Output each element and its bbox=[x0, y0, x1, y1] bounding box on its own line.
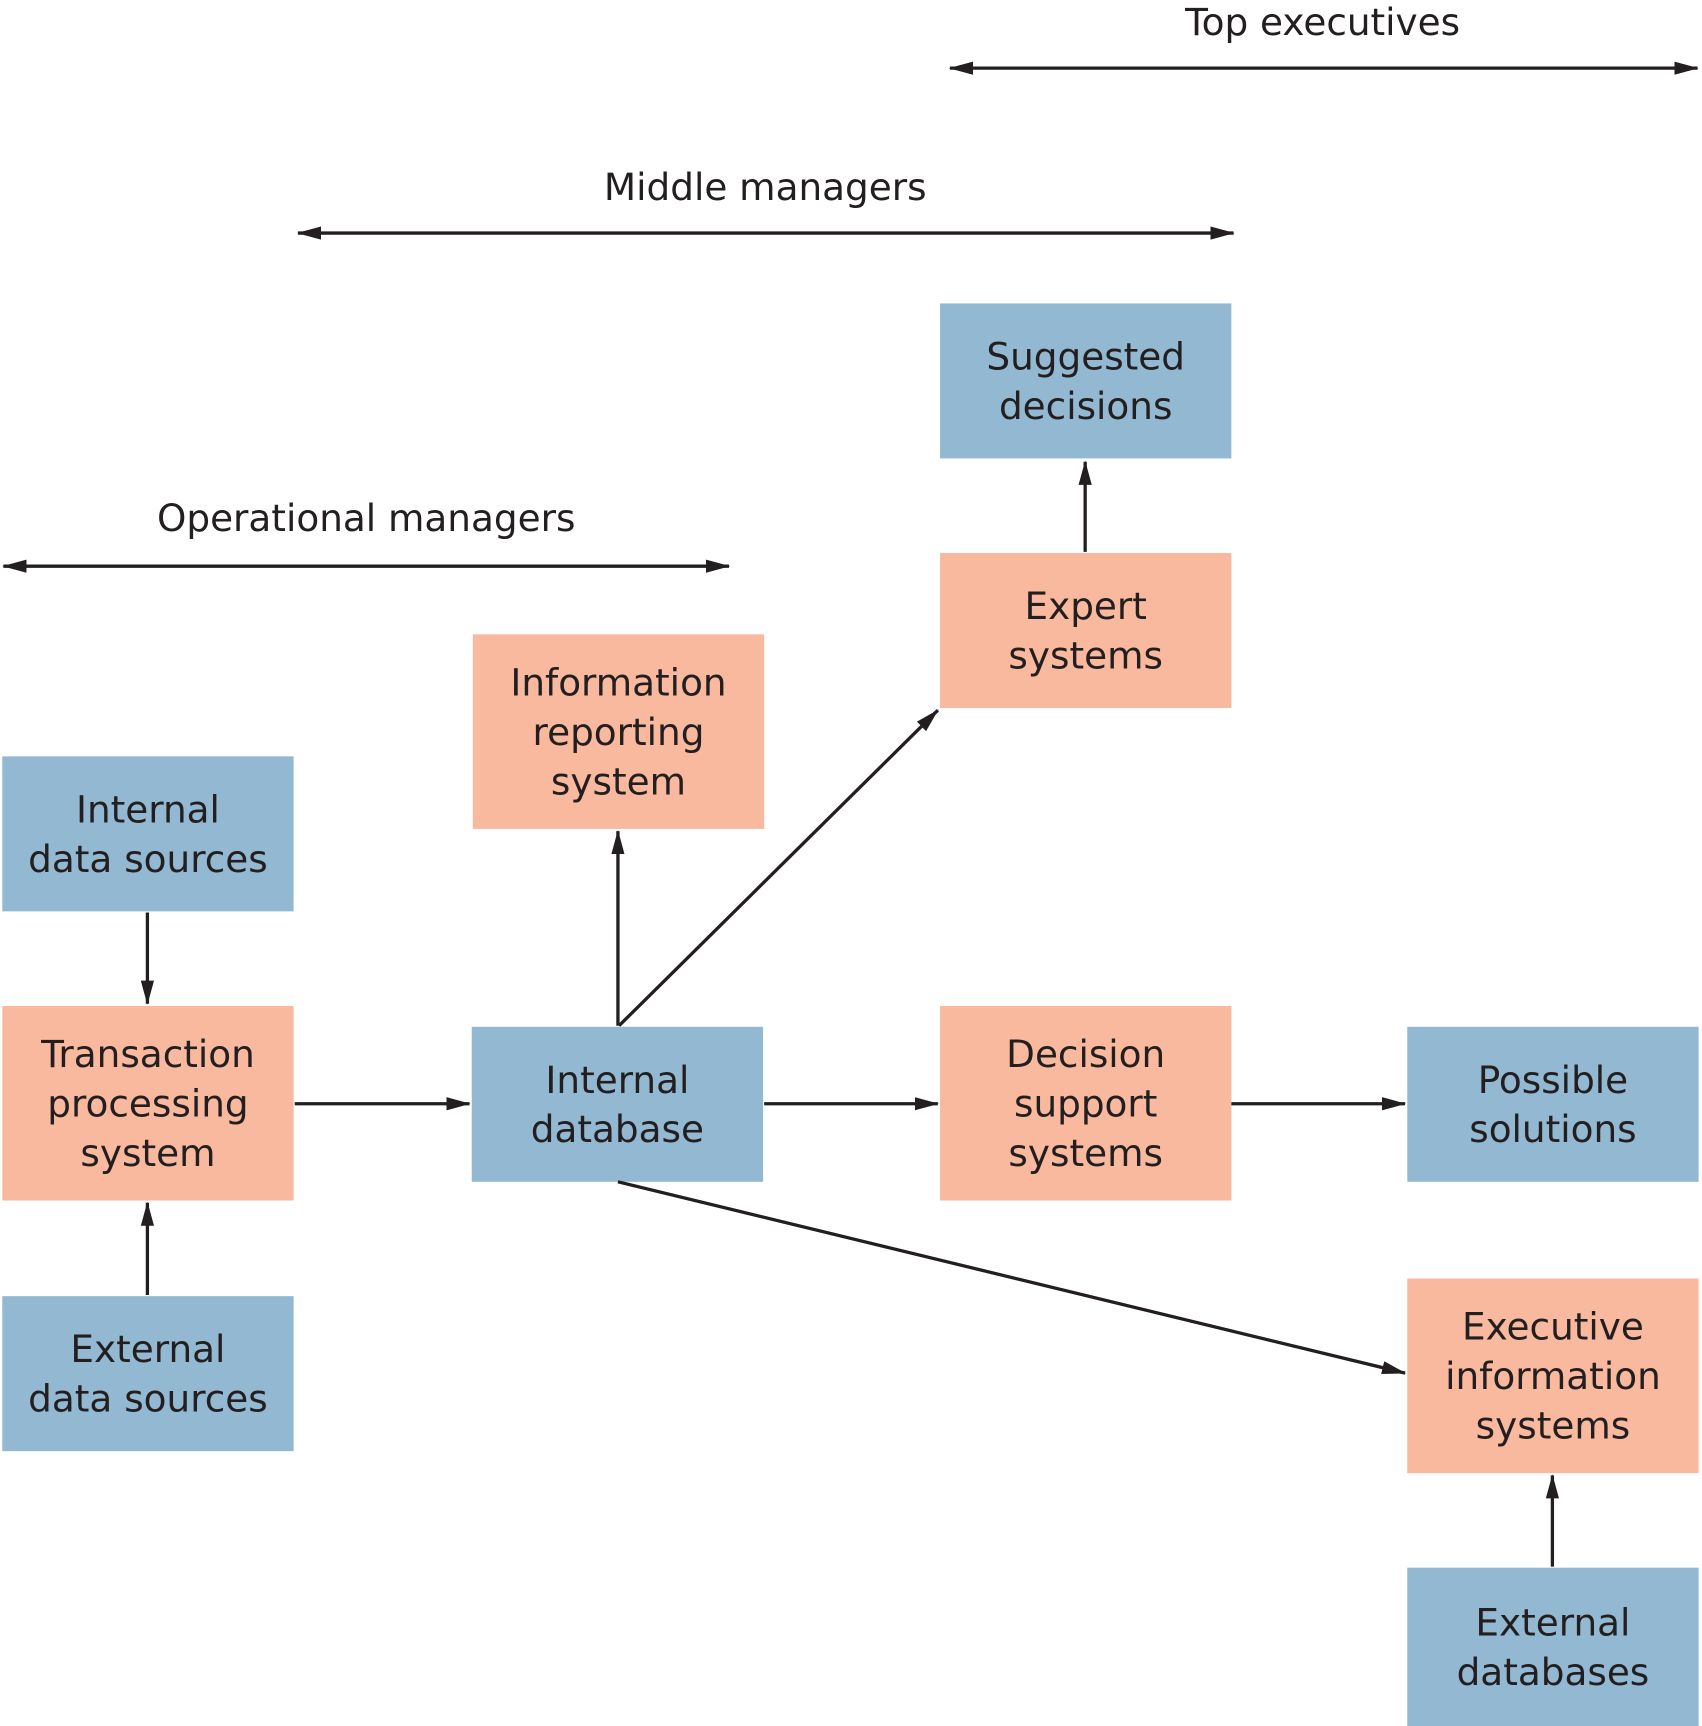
operational-managers-label: Operational managers bbox=[157, 496, 575, 540]
box-internal-db: Internal database bbox=[471, 1026, 764, 1182]
box-label-line: databases bbox=[1457, 1650, 1650, 1694]
box-label-line: systems bbox=[1008, 1131, 1163, 1175]
box-background bbox=[471, 1026, 764, 1182]
box-label-line: systems bbox=[1008, 633, 1163, 677]
box-label-line: system bbox=[80, 1131, 215, 1175]
box-background bbox=[940, 1005, 1232, 1201]
box-label-line: Information bbox=[510, 660, 726, 704]
box-eis: Executive information systems bbox=[1407, 1278, 1699, 1474]
box-expert: Expert systems bbox=[940, 552, 1232, 708]
box-label-line: reporting bbox=[533, 710, 705, 754]
box-reporting: Information reporting system bbox=[472, 634, 765, 829]
box-suggested: Suggested decisions bbox=[940, 303, 1232, 459]
box-label-line: Transaction bbox=[40, 1032, 255, 1076]
box-label-line: database bbox=[531, 1107, 704, 1151]
box-label-line: Suggested bbox=[986, 334, 1185, 378]
box-label-line: Executive bbox=[1462, 1305, 1644, 1349]
box-transaction: Transaction processing system bbox=[2, 1005, 294, 1201]
box-label-line: External bbox=[1475, 1600, 1630, 1644]
box-internal-sources: Internal data sources bbox=[2, 756, 294, 912]
middle-managers-label: Middle managers bbox=[604, 165, 927, 209]
box-label-line: solutions bbox=[1469, 1107, 1636, 1151]
arrow-internal-db-to-expert bbox=[617, 709, 940, 1027]
box-label-line: systems bbox=[1476, 1404, 1631, 1448]
box-dss: Decision support systems bbox=[940, 1005, 1232, 1201]
box-label-line: Internal bbox=[76, 787, 220, 831]
box-label-line: data sources bbox=[28, 837, 268, 881]
box-label-line: External bbox=[70, 1327, 225, 1371]
box-background bbox=[940, 303, 1232, 459]
box-background bbox=[1407, 1278, 1699, 1474]
flow-arrows bbox=[140, 460, 1559, 1567]
box-background bbox=[940, 552, 1232, 708]
box-label-line: Possible bbox=[1478, 1058, 1628, 1102]
box-label-line: information bbox=[1445, 1354, 1661, 1398]
box-background bbox=[472, 634, 765, 829]
box-label-line: Internal bbox=[545, 1058, 689, 1102]
box-label-line: processing bbox=[47, 1081, 248, 1125]
box-background bbox=[1407, 1026, 1699, 1182]
box-background bbox=[2, 1005, 294, 1201]
arrow-internal-db-to-eis bbox=[617, 1180, 1407, 1375]
box-background bbox=[2, 1296, 294, 1452]
top-executives-label: Top executives bbox=[1184, 0, 1460, 44]
box-label-line: system bbox=[551, 759, 686, 803]
box-external-sources: External data sources bbox=[2, 1296, 294, 1452]
box-label-line: decisions bbox=[999, 384, 1172, 428]
box-label-line: Expert bbox=[1025, 584, 1147, 628]
box-label-line: support bbox=[1014, 1081, 1157, 1125]
box-background bbox=[2, 756, 294, 912]
box-background bbox=[1407, 1567, 1699, 1726]
level-arrows bbox=[2, 61, 1699, 573]
box-label-line: data sources bbox=[28, 1377, 268, 1421]
box-solutions: Possible solutions bbox=[1407, 1026, 1699, 1182]
box-external-db: External databases bbox=[1407, 1567, 1699, 1726]
box-label-line: Decision bbox=[1006, 1032, 1165, 1076]
